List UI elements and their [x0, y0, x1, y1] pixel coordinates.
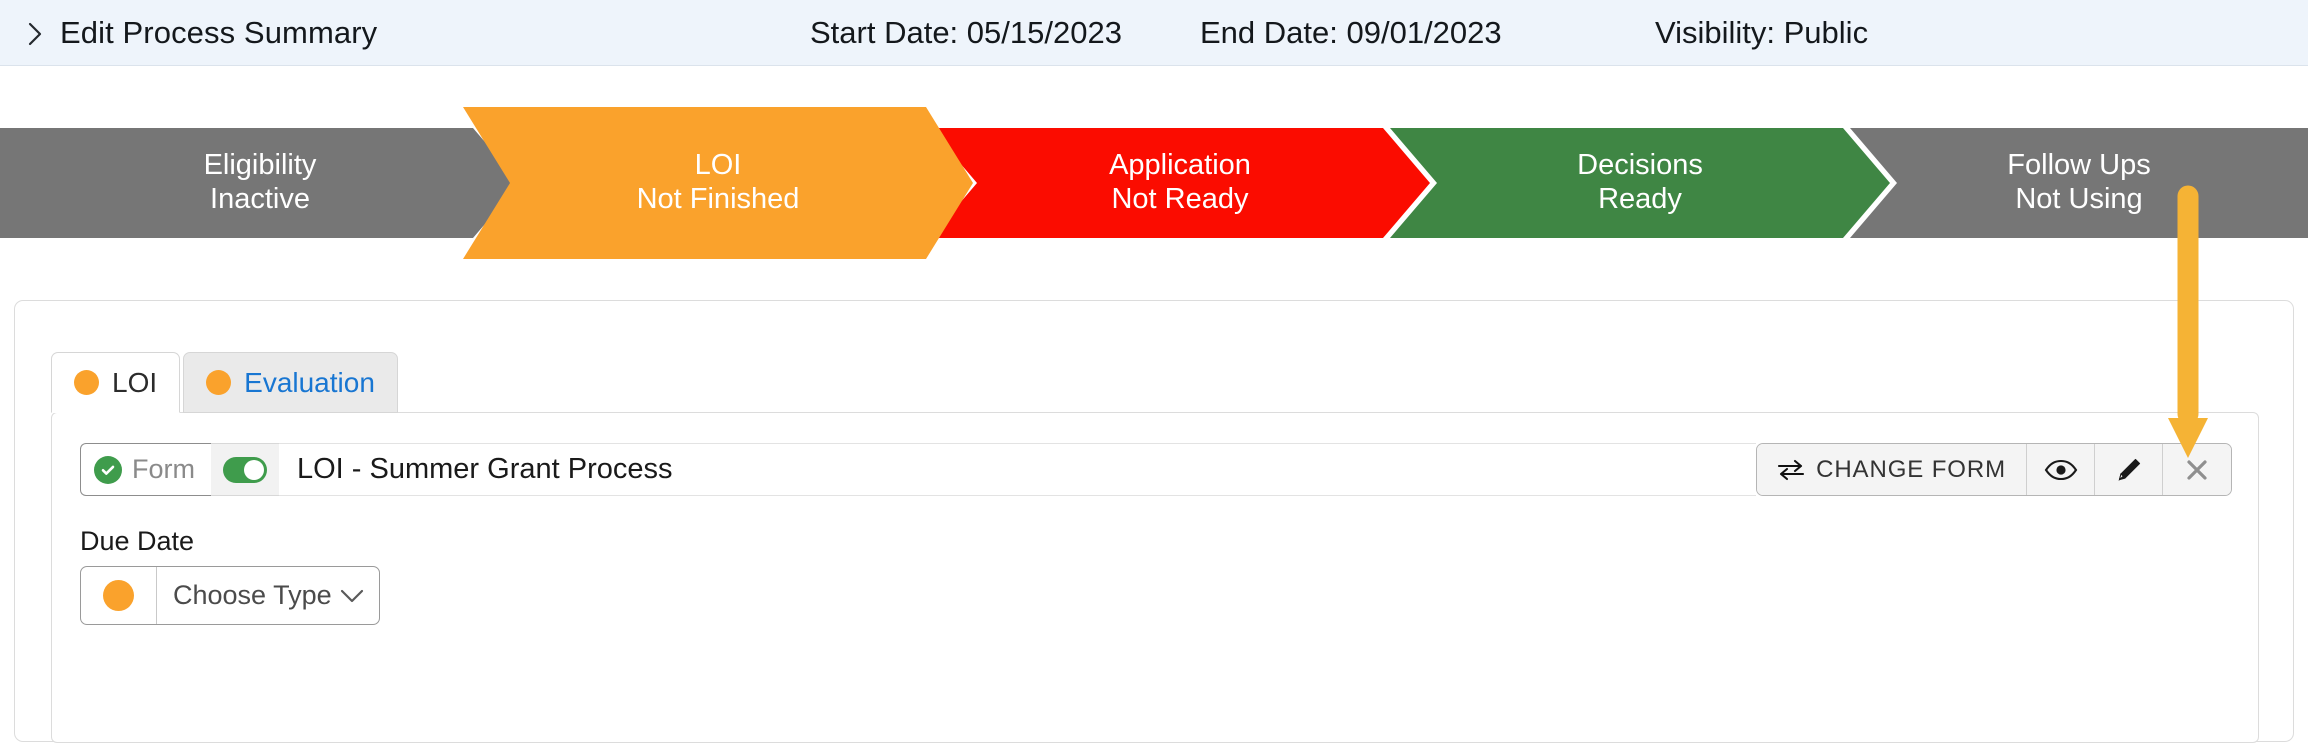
due-date-type-select[interactable]: Choose Type: [80, 566, 380, 625]
due-date-selected-text: Choose Type: [173, 580, 332, 610]
due-date-label: Due Date: [80, 526, 195, 556]
toggle-switch-icon: [223, 456, 267, 483]
status-dot-icon: [206, 370, 232, 395]
end-date-label: End Date: 09/01/2023: [1200, 14, 1502, 50]
stage-follow-ups[interactable]: Follow Ups Not Using: [1850, 128, 2308, 238]
stage-eligibility[interactable]: Eligibility Inactive: [0, 128, 520, 238]
stage-name: Application: [1109, 149, 1251, 182]
chevron-down-icon: [339, 588, 365, 604]
form-actions-group: CHANGE FORM: [1756, 443, 2232, 496]
edit-form-button[interactable]: [2095, 444, 2163, 495]
stage-name: Follow Ups: [2007, 149, 2151, 182]
tab-label: Evaluation: [244, 366, 375, 398]
change-form-label: CHANGE FORM: [1816, 455, 2006, 483]
due-date-select-value[interactable]: Choose Type: [157, 567, 379, 624]
header-title-group: Edit Process Summary: [0, 15, 810, 51]
close-x-icon: [2183, 456, 2211, 484]
form-row: Form LOI - Summer Grant Process CHANGE F…: [80, 443, 2232, 496]
status-dot-icon: [74, 370, 99, 395]
form-enabled-toggle[interactable]: [211, 443, 279, 496]
stage-status: Not Finished: [636, 183, 800, 215]
tab-label: LOI: [112, 366, 158, 398]
stage-name: Decisions: [1577, 149, 1703, 182]
tab-panel-loi: Form LOI - Summer Grant Process CHANGE F…: [51, 412, 2259, 743]
stage-name: LOI: [694, 149, 742, 182]
form-type-chip: Form: [80, 443, 211, 496]
page-header-bar: Edit Process Summary Start Date: 05/15/2…: [0, 0, 2308, 66]
tab-loi[interactable]: LOI: [51, 352, 181, 413]
stage-detail-card: LOI Evaluation Form LOI - Summer Grant P…: [14, 300, 2294, 743]
form-chip-label: Form: [132, 454, 195, 484]
stage-status: Not Using: [2015, 183, 2143, 215]
stage-status: Not Ready: [1111, 183, 1249, 215]
stage-application[interactable]: Application Not Ready: [930, 128, 1430, 238]
form-name-field[interactable]: LOI - Summer Grant Process: [279, 443, 1757, 496]
due-date-status-dot: [81, 567, 157, 624]
tab-bar: LOI Evaluation: [51, 352, 398, 413]
visibility-label: Visibility: Public: [1655, 14, 1869, 50]
remove-form-button[interactable]: [2163, 444, 2231, 495]
stage-status: Ready: [1598, 183, 1682, 215]
swap-arrows-icon: [1777, 459, 1805, 481]
chevron-right-icon[interactable]: [22, 21, 48, 47]
page-title: Edit Process Summary: [60, 14, 378, 50]
stage-status: Inactive: [210, 183, 310, 215]
preview-form-button[interactable]: [2027, 444, 2095, 495]
stage-name: Eligibility: [203, 149, 317, 182]
change-form-button[interactable]: CHANGE FORM: [1757, 444, 2027, 495]
pencil-icon: [2115, 456, 2143, 484]
status-dot-icon: [103, 580, 134, 611]
check-circle-icon: [94, 455, 122, 484]
start-date-label: Start Date: 05/15/2023: [810, 14, 1122, 50]
eye-icon: [2044, 458, 2078, 482]
stage-loi[interactable]: LOI Not Finished: [463, 107, 973, 259]
stage-decisions[interactable]: Decisions Ready: [1390, 128, 1890, 238]
tab-evaluation[interactable]: Evaluation: [183, 352, 398, 413]
process-stage-bar: Eligibility Inactive LOI Not Finished Ap…: [0, 90, 2308, 259]
